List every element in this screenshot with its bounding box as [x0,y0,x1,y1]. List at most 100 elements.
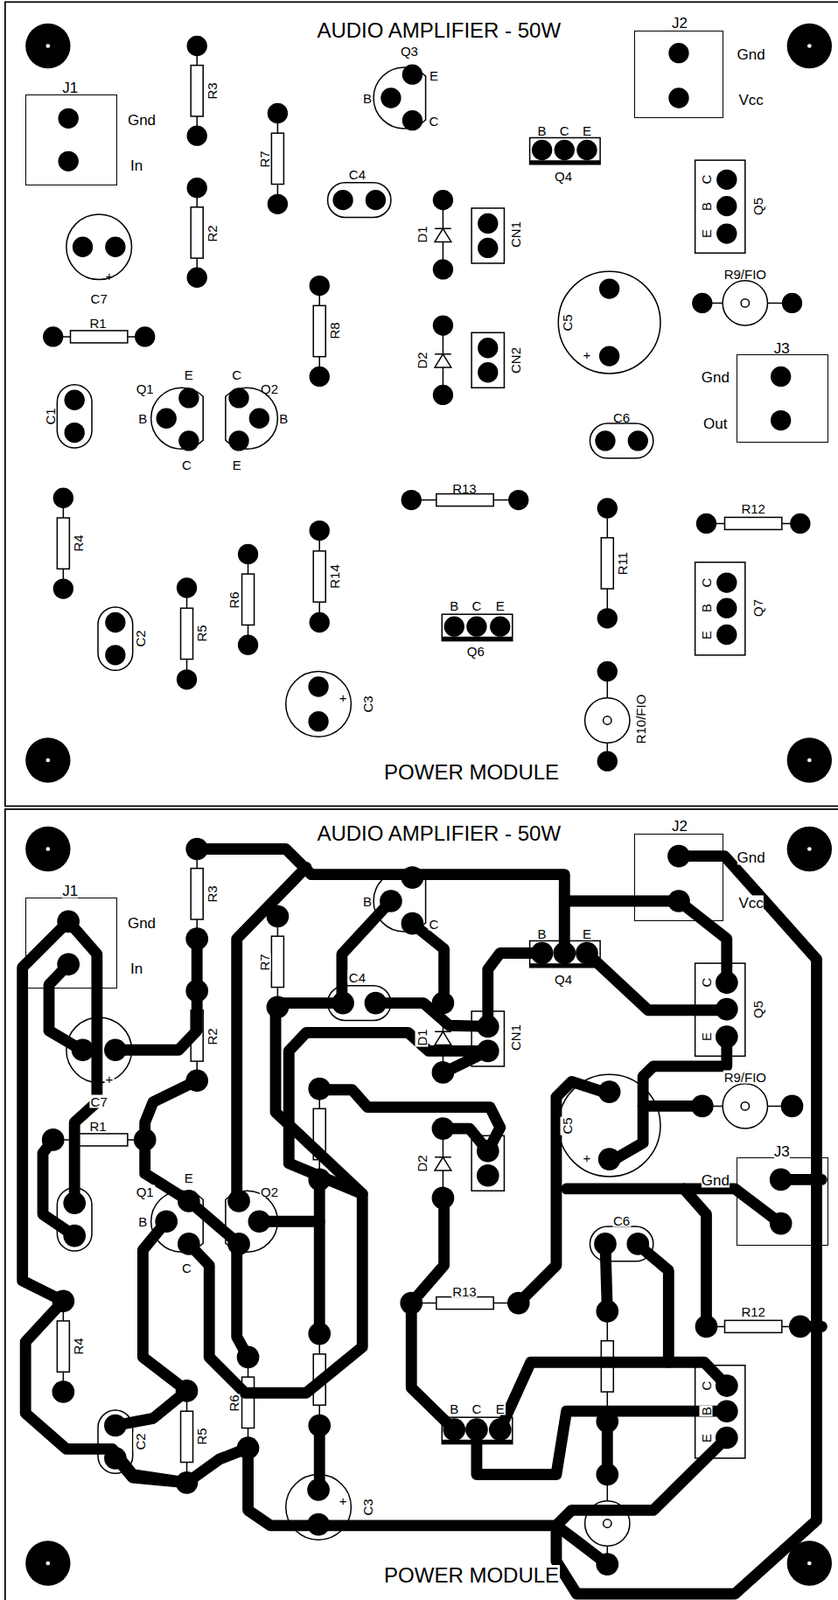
wire-resistor-symbol [722,280,768,326]
solder-pad [307,1077,331,1101]
solder-pad [530,942,554,965]
silkscreen-label: R11 [614,551,629,576]
connector-block: J2GndVcc [634,833,725,922]
mounting-hole [25,826,70,872]
solder-pad [104,237,126,258]
silkscreen-label: B [137,1215,148,1229]
silkscreen-label: R5 [194,1427,208,1446]
silkscreen-label: Q2 [259,382,280,396]
pin-name: Gnd [737,849,766,865]
pin-name: J1 [62,883,78,899]
silkscreen-label: B [537,927,548,941]
mounting-hole [787,737,832,783]
silkscreen-label: E [183,368,195,382]
silkscreen-label: C5 [559,313,573,332]
solder-pad [402,63,423,84]
silkscreen-label: C6 [612,411,631,425]
diode-symbol [434,1157,452,1171]
silkscreen-label: E [699,228,713,239]
solder-pad [58,108,79,129]
solder-pad [53,488,74,509]
silkscreen-label: C [558,124,571,138]
solder-pad [597,607,618,629]
silkscreen-label: Q4 [553,971,573,985]
solder-pad [599,345,620,366]
solder-pad [185,979,209,1003]
solder-pad [402,110,423,131]
solder-pad [466,616,487,637]
transistor-symbol [695,1365,746,1459]
solder-pad [307,1414,331,1438]
solder-pad [667,889,691,913]
solder-pad [56,909,80,933]
silkscreen-label: C2 [132,1432,147,1452]
silkscreen-label: B [448,598,460,612]
diode-symbol [434,1031,452,1045]
solder-pad [716,624,737,645]
solder-pad [476,1040,500,1063]
copper-trace [342,900,392,1004]
capacitor-symbol [56,384,92,448]
transistor-symbol [695,160,746,253]
copper-trace [145,1080,198,1140]
connector-symbol [471,208,504,264]
silkscreen-label: E [231,457,243,471]
solder-pad [52,1289,76,1313]
transistor-symbol [530,137,601,164]
solder-pad [42,326,63,347]
resistor-symbol [271,132,284,184]
copper-trace [115,991,197,1051]
solder-pad [781,1095,804,1118]
resistor-symbol [70,330,128,343]
pin-name: J2 [671,14,688,30]
solder-pad [41,1128,65,1152]
silkscreen-label: B [699,1405,713,1417]
silkscreen-label: B [362,893,373,908]
silkscreen-label: R6 [227,590,241,609]
solder-pad [476,1139,500,1163]
silkscreen-label: D1 [414,1028,428,1048]
solder-pad [432,314,454,336]
solder-pad [789,513,811,534]
copper-trace [42,1139,75,1237]
capacitor-symbol [97,607,133,671]
copper-trace [288,1032,489,1194]
silkscreen-label: E [699,1031,713,1042]
capacitor-symbol [286,671,352,738]
silkscreen-label: C [230,368,243,382]
solder-pad [185,927,209,950]
solder-pad [266,995,290,1019]
mounting-hole [787,23,832,69]
silkscreen-label: R12 [740,1304,767,1318]
pin-name: Gnd [127,112,156,128]
solder-pad [307,1322,331,1346]
solder-pad [379,889,403,913]
solder-pad [64,390,85,411]
solder-pad [488,1417,512,1441]
pin-name: J3 [774,1143,790,1159]
silkscreen-label: C [427,916,440,930]
solder-pad [769,1168,793,1192]
copper-traces [22,848,823,1594]
connector-block: J2GndVcc [634,30,725,119]
diode-symbol [434,353,452,356]
solder-pad [715,970,739,994]
diode-symbol [434,354,452,368]
silkscreen-label: R13 [451,481,478,495]
pin-name: Out [703,415,727,431]
solder-pad [185,838,209,861]
solder-pad [432,1187,455,1210]
pin-name: In [130,157,143,173]
solder-pad [309,366,330,387]
pin-name: Gnd [127,915,156,931]
silkscreen-label: CN1 [509,220,523,249]
silkscreen-label: R12 [740,501,767,515]
solder-pad [156,408,177,429]
diode-symbol [434,1156,452,1159]
diode-symbol [434,1031,452,1034]
transistor-symbol [441,1417,513,1444]
solder-pad [432,384,454,406]
solder-pad [595,1463,619,1487]
solder-pad [228,387,249,408]
diode-symbol [434,228,452,231]
